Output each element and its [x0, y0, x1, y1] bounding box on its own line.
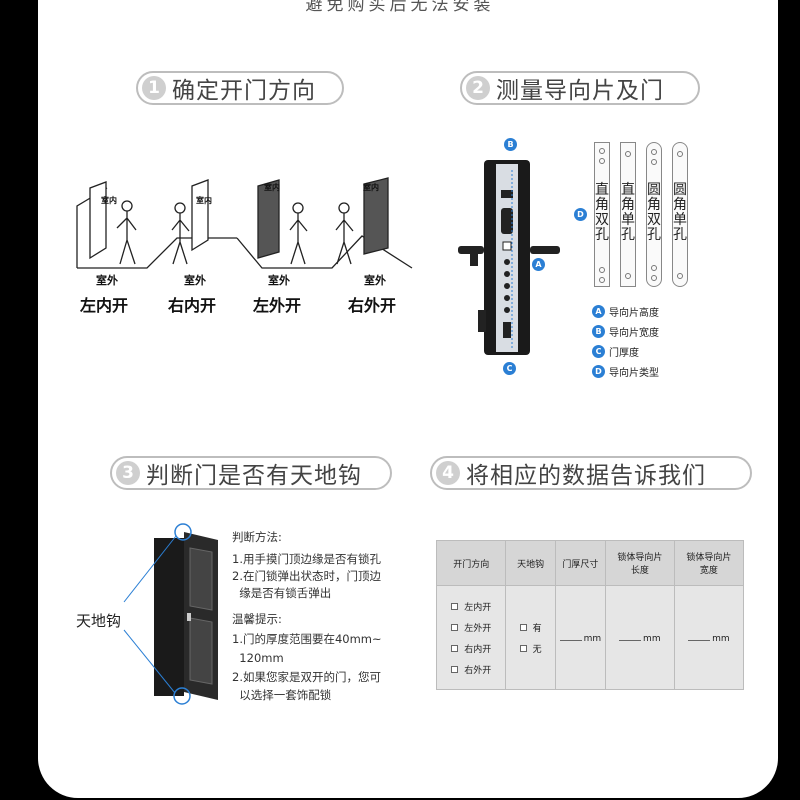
outdoor-label: 室外: [364, 274, 386, 287]
strip-label: 直角双孔: [595, 182, 609, 243]
step-2-pill: 2 测量导向片及门: [460, 71, 700, 105]
strip-label: 圆角双孔: [647, 182, 661, 243]
indoor-label: 室内: [264, 183, 280, 192]
marker-c-badge: C: [503, 362, 516, 375]
indoor-label: 室内: [196, 196, 212, 205]
table-header: 天地钩: [505, 540, 556, 586]
strip-round-single: [672, 142, 688, 287]
table-row: 左内开 左外开 右内开 右外开 有 无 mm mm mm: [435, 585, 745, 690]
direction-option[interactable]: 左内开: [437, 596, 505, 617]
table-header: 开门方向: [435, 540, 507, 586]
door-hook-illustration: [123, 523, 218, 705]
checkbox: [451, 665, 459, 673]
checkbox: [519, 644, 527, 652]
marker-a-badge: A: [532, 258, 545, 271]
indoor-label: 室内: [363, 183, 379, 192]
step-4-pill: 4 将相应的数据告诉我们: [430, 456, 752, 490]
tip-line: 以选择一套饰配锁: [232, 688, 332, 702]
step-title: 确定开门方向: [172, 78, 316, 104]
step-title: 将相应的数据告诉我们: [466, 463, 706, 489]
strip-square-single: [620, 142, 636, 287]
legend-badge: C: [592, 345, 605, 358]
step-number: 1: [142, 76, 166, 100]
checkbox: [451, 623, 459, 631]
door-thickness-field[interactable]: mm: [554, 585, 606, 690]
step-title: 判断门是否有天地钩: [146, 463, 362, 489]
lock-body-illustration: [458, 160, 560, 355]
step-number: 3: [116, 461, 140, 485]
door-direction-right-in: 右内开: [168, 296, 217, 315]
tip-line: 1.门的厚度范围要在40mm~: [232, 632, 382, 646]
direction-option[interactable]: 右内开: [437, 638, 505, 659]
indoor-label: 室内: [101, 196, 117, 205]
marker-d-badge: D: [574, 208, 587, 221]
strip-round-double: [646, 142, 662, 287]
direction-options-cell: 左内开 左外开 右内开 右外开: [435, 585, 507, 690]
tip-title: 温馨提示:: [232, 612, 282, 626]
tip-line: 2.如果您家是双开的门，您可: [232, 670, 381, 684]
marker-b-badge: B: [504, 138, 517, 151]
outdoor-label: 室外: [184, 274, 206, 287]
table-header: 锁体导向片宽度: [673, 540, 745, 586]
legend-badge: B: [592, 325, 605, 338]
top-caption: 避免购买后无法安装: [305, 0, 495, 15]
checkbox: [519, 623, 527, 631]
table-header: 门厚尺寸: [554, 540, 606, 586]
direction-option[interactable]: 右外开: [437, 659, 505, 680]
table-header: 锁体导向片长度: [604, 540, 675, 586]
direction-option[interactable]: 左外开: [437, 617, 505, 638]
strip-label: 直角单孔: [621, 182, 635, 243]
step-number: 4: [436, 461, 460, 485]
hook-label: 天地钩: [76, 610, 122, 631]
strip-label: 圆角单孔: [673, 182, 687, 243]
step-title: 测量导向片及门: [496, 78, 664, 104]
table-header-row: 开门方向 天地钩 门厚尺寸 锁体导向片长度 锁体导向片宽度: [435, 540, 745, 586]
hook-option[interactable]: 无: [506, 638, 555, 659]
legend-badge: D: [592, 365, 605, 378]
step-1-pill: 1 确定开门方向: [136, 71, 344, 105]
tip-line: 120mm: [232, 651, 284, 665]
method-line: 2.在门锁弹出状态时，门顶边: [232, 569, 381, 583]
door-direction-illustration: [76, 177, 413, 269]
door-direction-left-in: 左内开: [80, 296, 129, 315]
hook-option[interactable]: 有: [506, 617, 555, 638]
strip-width-field[interactable]: mm: [673, 585, 745, 690]
method-title: 判断方法:: [232, 530, 282, 544]
hook-options-cell: 有 无: [505, 585, 556, 690]
method-line: 1.用手摸门顶边缘是否有锁孔: [232, 552, 381, 566]
door-direction-right-out: 右外开: [348, 296, 397, 315]
outdoor-label: 室外: [268, 274, 290, 287]
door-direction-left-out: 左外开: [253, 296, 302, 315]
strip-square-double: [594, 142, 610, 287]
step-3-pill: 3 判断门是否有天地钩: [110, 456, 392, 490]
step-number: 2: [466, 76, 490, 100]
method-line: 缘是否有锁舌弹出: [232, 586, 332, 600]
checkbox: [451, 602, 459, 610]
checkbox: [451, 644, 459, 652]
door-info-table: 开门方向 天地钩 门厚尺寸 锁体导向片长度 锁体导向片宽度 左内开 左外开 右内…: [435, 540, 745, 690]
outdoor-label: 室外: [96, 274, 118, 287]
strip-length-field[interactable]: mm: [604, 585, 675, 690]
legend-badge: A: [592, 305, 605, 318]
